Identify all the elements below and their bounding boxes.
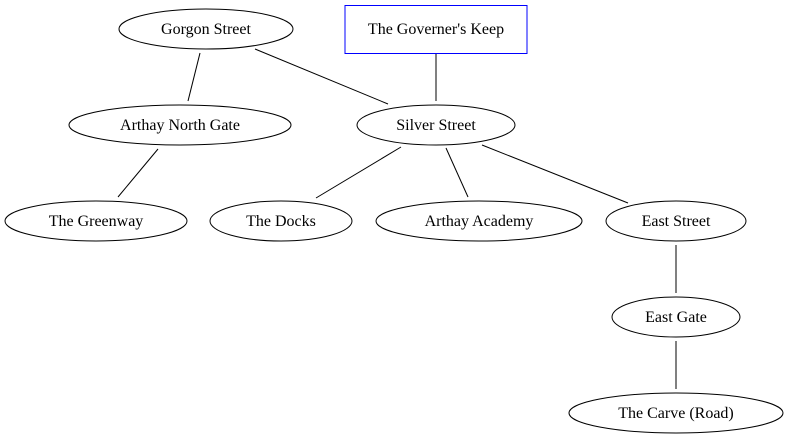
node-shape-east-street — [605, 200, 747, 242]
edge-silver-street-to-east-street — [481, 144, 629, 204]
node-shape-gorgon-street — [118, 8, 294, 50]
node-label-arthay-north-gate: Arthay North Gate — [120, 117, 240, 134]
node-label-the-greenway: The Greenway — [49, 213, 144, 230]
edge-silver-street-to-arthay-academy — [445, 147, 469, 198]
node-the-carve-road[interactable]: The Carve (Road) — [568, 392, 784, 434]
node-shape-silver-street — [356, 104, 516, 146]
node-shape-arthay-north-gate — [68, 104, 292, 146]
node-gorgon-street[interactable]: Gorgon Street — [118, 8, 294, 50]
node-shape-the-carve-road — [568, 392, 784, 434]
edge-arthay-north-gate-to-the-greenway — [117, 148, 159, 198]
node-label-east-street: East Street — [642, 213, 711, 230]
node-label-arthay-academy: Arthay Academy — [425, 213, 534, 230]
node-the-greenway[interactable]: The Greenway — [4, 200, 188, 242]
node-shape-governers-keep — [344, 5, 528, 54]
node-governers-keep[interactable]: The Governer's Keep — [344, 5, 528, 54]
node-arthay-academy[interactable]: Arthay Academy — [375, 200, 583, 242]
node-label-the-docks: The Docks — [246, 213, 316, 230]
node-label-silver-street: Silver Street — [396, 117, 476, 134]
node-silver-street[interactable]: Silver Street — [356, 104, 516, 146]
node-shape-the-greenway — [4, 200, 188, 242]
edge-silver-street-to-the-docks — [315, 146, 402, 199]
node-label-the-carve-road: The Carve (Road) — [618, 405, 734, 422]
edge-gorgon-street-to-arthay-north-gate — [187, 52, 201, 102]
node-arthay-north-gate[interactable]: Arthay North Gate — [68, 104, 292, 146]
node-label-gorgon-street: Gorgon Street — [161, 21, 251, 38]
node-label-governers-keep: The Governer's Keep — [368, 21, 504, 38]
node-label-east-gate: East Gate — [645, 309, 707, 326]
node-shape-arthay-academy — [375, 200, 583, 242]
edge-gorgon-street-to-silver-street — [254, 48, 389, 105]
node-the-docks[interactable]: The Docks — [209, 200, 353, 242]
node-shape-east-gate — [611, 296, 741, 338]
node-east-street[interactable]: East Street — [605, 200, 747, 242]
node-shape-the-docks — [209, 200, 353, 242]
edges-layer — [117, 48, 677, 389]
node-east-gate[interactable]: East Gate — [611, 296, 741, 338]
